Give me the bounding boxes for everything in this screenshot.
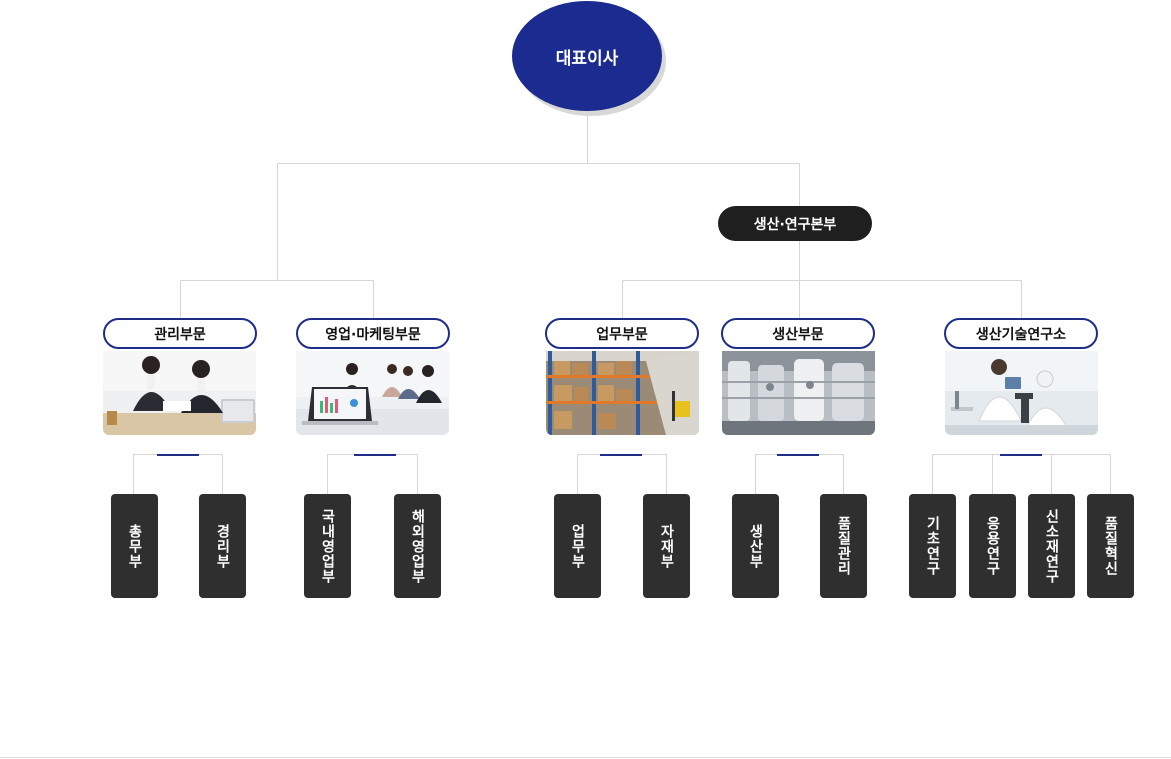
dept-management-pill: 관리부문	[103, 318, 257, 349]
dept-label: 영업·마케팅부문	[325, 326, 421, 343]
team-label: 품질관리	[835, 516, 852, 576]
team-box: 해외영업부	[394, 494, 441, 598]
team-box: 기초연구	[909, 494, 956, 598]
accent-bar	[777, 454, 819, 456]
team-box: 품질혁신	[1087, 494, 1134, 598]
footer-divider	[0, 757, 1171, 758]
accent-bar	[157, 454, 199, 456]
team-box: 자재부	[643, 494, 690, 598]
accent-bar	[600, 454, 642, 456]
conference-laptop-photo	[296, 351, 449, 435]
team-label: 생산부	[747, 523, 764, 569]
factory-tanks-photo	[722, 351, 875, 435]
team-label: 총무부	[126, 523, 143, 569]
team-label: 업무부	[569, 523, 586, 569]
team-box: 총무부	[111, 494, 158, 598]
team-box: 경리부	[199, 494, 246, 598]
team-label: 응용연구	[984, 516, 1001, 576]
team-box: 신소재연구	[1028, 494, 1075, 598]
dept-production-pill: 생산부문	[721, 318, 875, 349]
accent-bar	[1000, 454, 1042, 456]
dept-sales-marketing-pill: 영업·마케팅부문	[296, 318, 450, 349]
team-label: 자재부	[658, 523, 675, 569]
team-label: 품질혁신	[1102, 516, 1119, 576]
accent-bar	[354, 454, 396, 456]
production-research-hq-node: 생산·연구본부	[718, 206, 872, 241]
warehouse-photo	[546, 351, 699, 435]
team-box: 생산부	[732, 494, 779, 598]
team-label: 해외영업부	[409, 508, 426, 584]
dept-research-lab-pill: 생산기술연구소	[944, 318, 1098, 349]
dept-label: 생산기술연구소	[975, 326, 1067, 343]
office-meeting-photo	[103, 351, 256, 435]
ceo-label: 대표이사	[555, 48, 619, 69]
laboratory-photo	[945, 351, 1098, 435]
team-label: 국내영업부	[319, 508, 336, 584]
team-box: 응용연구	[969, 494, 1016, 598]
team-label: 신소재연구	[1043, 508, 1060, 584]
ceo-node: 대표이사	[512, 1, 662, 111]
team-box: 국내영업부	[304, 494, 351, 598]
team-label: 경리부	[214, 523, 231, 569]
team-label: 기초연구	[924, 516, 941, 576]
dept-label: 관리부문	[154, 326, 206, 343]
dept-operations-pill: 업무부문	[545, 318, 699, 349]
team-box: 품질관리	[820, 494, 867, 598]
hq-label: 생산·연구본부	[753, 216, 837, 233]
dept-label: 생산부문	[772, 326, 824, 343]
dept-label: 업무부문	[596, 326, 648, 343]
team-box: 업무부	[554, 494, 601, 598]
